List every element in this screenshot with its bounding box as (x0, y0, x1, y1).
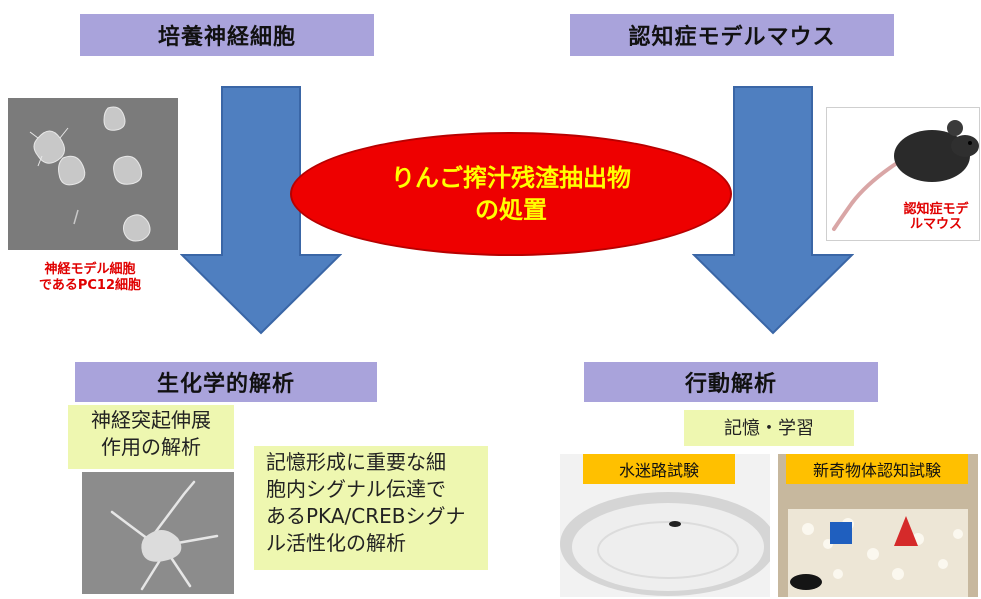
header-cultured-neurons: 培養神経細胞 (80, 14, 374, 56)
mouse-caption: 認知症モデ ルマウス (891, 202, 979, 232)
oval-text-line1: りんご搾汁残渣抽出物 (391, 164, 631, 192)
mouse-caption-line1: 認知症モデ (903, 202, 969, 217)
creb-line3: あるPKA/CREBシグナ (266, 504, 466, 528)
header-behavioral-analysis: 行動解析 (584, 362, 878, 402)
water-maze-label: 水迷路試験 (583, 454, 735, 484)
mouse-image: 認知症モデ ルマウス (826, 107, 980, 241)
pc12-caption-line2: であるPC12細胞 (38, 278, 142, 293)
neurite-analysis-box: 神経突起伸展 作用の解析 (68, 405, 234, 469)
neurite-line2: 作用の解析 (101, 435, 201, 459)
creb-analysis-box: 記憶形成に重要な細 胞内シグナル伝達で あるPKA/CREBシグナ ル活性化の解… (254, 446, 488, 570)
neuron-image (82, 472, 234, 594)
right-down-arrow (692, 86, 854, 335)
neurite-line1: 神経突起伸展 (91, 408, 211, 432)
novel-object-label: 新奇物体認知試験 (786, 454, 968, 484)
pc12-cell-image (8, 98, 178, 250)
left-down-arrow (180, 86, 342, 335)
header-dementia-model-mouse: 認知症モデルマウス (570, 14, 894, 56)
treatment-oval: りんご搾汁残渣抽出物 の処置 (290, 132, 732, 256)
creb-line1: 記憶形成に重要な細 (266, 450, 446, 474)
creb-line4: ル活性化の解析 (266, 531, 406, 555)
memory-learning-box: 記憶・学習 (684, 410, 854, 446)
mouse-caption-line2: ルマウス (909, 217, 962, 232)
pc12-caption-line1: 神経モデル細胞 (44, 262, 136, 277)
header-biochemical-analysis: 生化学的解析 (75, 362, 377, 402)
creb-line2: 胞内シグナル伝達で (266, 477, 446, 501)
oval-text-line2: の処置 (475, 196, 547, 224)
pc12-caption: 神経モデル細胞 であるPC12細胞 (20, 262, 160, 294)
